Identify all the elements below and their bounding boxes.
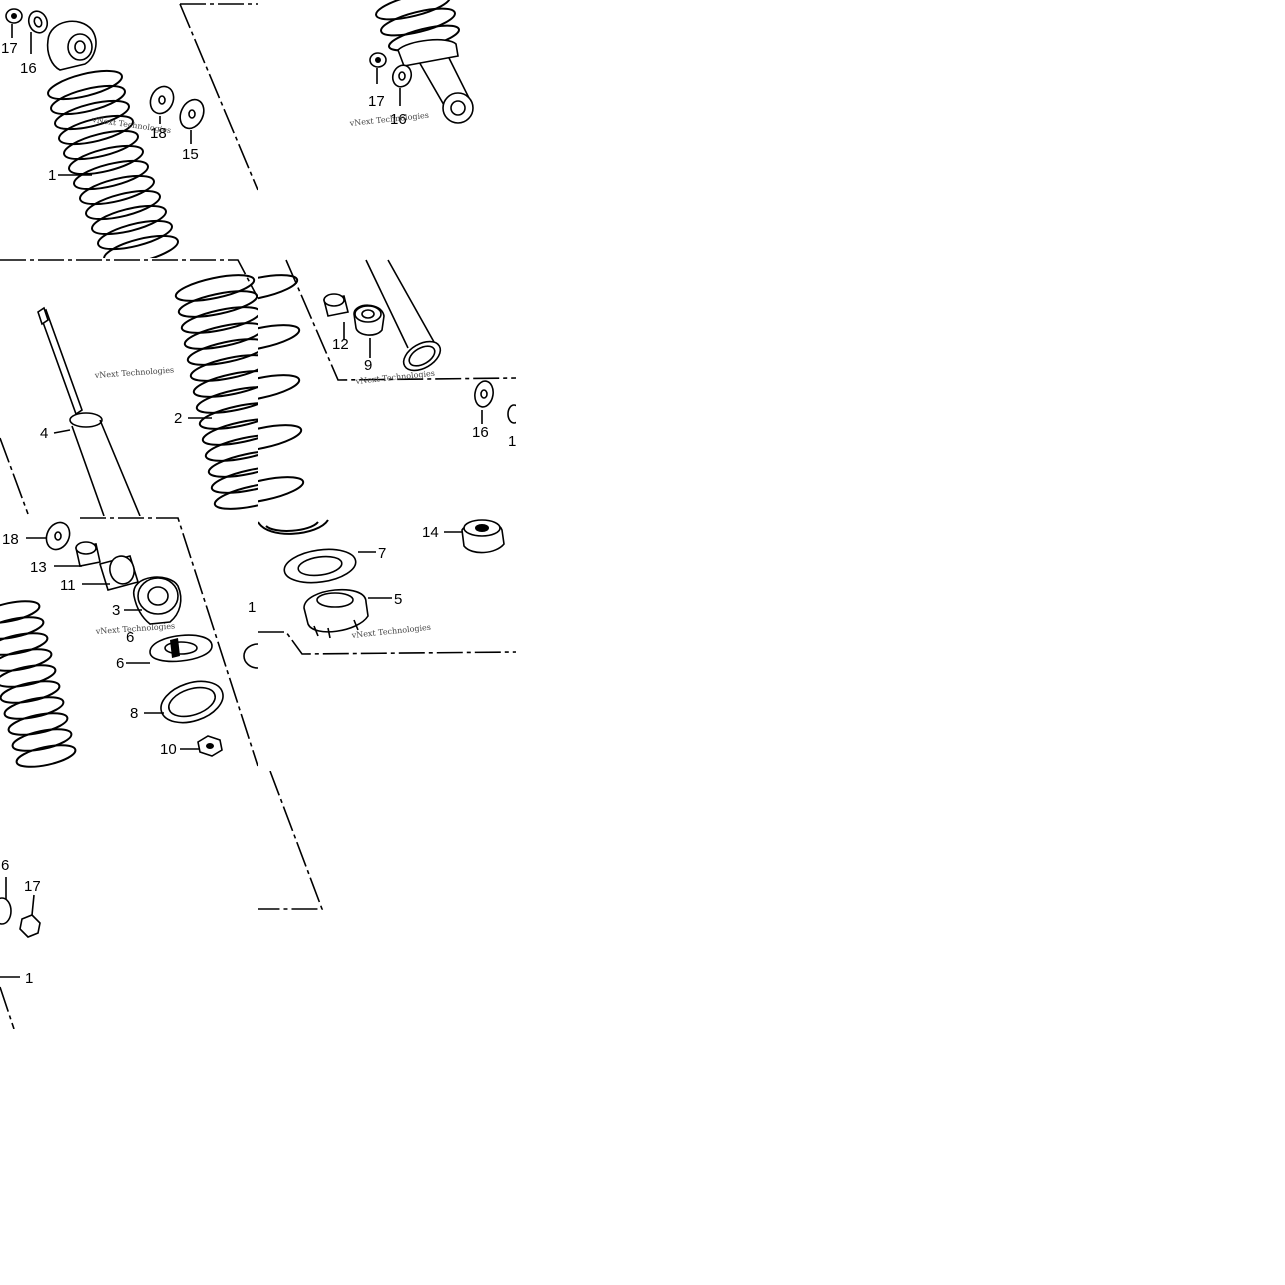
washer-15-icon: [179, 98, 205, 130]
spring-seat-8-icon: [160, 680, 224, 724]
callout-16-top: 16: [20, 60, 37, 77]
nut-17-icon: [369, 52, 387, 68]
callout-16-center: 16: [472, 424, 489, 441]
bushing-12-icon: [323, 293, 349, 317]
callout-9: 9: [364, 357, 372, 374]
callout-6-b: 6: [116, 655, 124, 672]
callout-14: 14: [422, 524, 439, 541]
spring-2-edge-icon: [258, 274, 305, 504]
tile-lower-left: 18 13 11 3 6 6 8 10 1 7 vNext Technologi…: [0, 516, 258, 771]
nut-17-icon: [5, 8, 23, 24]
bump-rubber-14-icon: [461, 519, 505, 554]
tile-lower-center: 7 5 14 vNext Technologies: [258, 516, 516, 771]
watermark-text: vNext Technologies: [350, 623, 431, 640]
callout-1-bottom: 1: [25, 970, 33, 987]
callout-11: 11: [60, 577, 76, 594]
spring-2-icon: [174, 274, 258, 510]
split-collar-6-icon: [149, 634, 213, 663]
bushing-9-icon: [353, 304, 385, 336]
bushing-13-icon: [75, 541, 101, 567]
washer-18-icon: [45, 521, 71, 551]
tile-top-middle: 17 16 vNext Technologies: [258, 0, 516, 258]
washer-18-icon: [149, 85, 175, 115]
callout-17-bottom: 17: [24, 878, 41, 895]
callout-17-top: 17: [1, 40, 18, 57]
tile-middle-left: 4 2 vNext Technologies: [0, 258, 258, 516]
watermark-text: vNext Technologies: [348, 111, 429, 128]
nut-17-icon: [19, 914, 41, 938]
tile-bottom-center: [258, 771, 516, 1029]
callout-10: 10: [160, 741, 177, 758]
washer-16-icon: [27, 10, 49, 34]
callout-7: 7: [378, 545, 386, 562]
spring-seat-7-icon: [283, 548, 357, 584]
watermark-text: vNext Technologies: [95, 621, 176, 636]
callout-18-top: 18: [150, 125, 167, 142]
callout-12: 12: [332, 336, 349, 353]
callout-15: 15: [182, 146, 199, 163]
damper-rod-icon: [37, 306, 141, 516]
bushing-11-icon: [98, 555, 140, 591]
callout-1-center: 1: [508, 433, 516, 450]
washer-6-icon: [0, 897, 12, 925]
lower-eye-3-icon: [133, 576, 182, 625]
watermark-text: vNext Technologies: [94, 365, 175, 380]
shock-body-lower-icon: [397, 38, 474, 124]
shock-body-sleeve-icon: [365, 259, 442, 372]
washer-16-icon: [474, 380, 494, 408]
nut-1-partial-icon: [507, 404, 516, 424]
collar-7-partial-icon: [243, 643, 258, 669]
callout-4: 4: [40, 425, 48, 442]
washer-16-icon: [391, 64, 413, 88]
callout-1-top: 1: [48, 167, 56, 184]
shock-top-mount-icon: [46, 20, 97, 71]
callout-2: 2: [174, 410, 182, 427]
tile-bottom-left: 6 17 1: [0, 771, 258, 1029]
callout-5: 5: [394, 591, 402, 608]
tile-center: 12 9 16 1 vNext Technologies: [258, 258, 516, 516]
callout-17-lower: 17: [368, 93, 385, 110]
spring-end-coil-icon: [258, 519, 329, 535]
callout-6-a: 6: [126, 629, 134, 646]
callout-6-bottom: 6: [1, 857, 9, 874]
adjuster-stopper-5-icon: [303, 588, 369, 639]
callout-8: 8: [130, 705, 138, 722]
callout-1-lower: 1: [248, 599, 256, 616]
callout-13: 13: [30, 559, 47, 576]
callout-3: 3: [112, 602, 120, 619]
callout-18-lower: 18: [2, 531, 19, 548]
tile-top-left: 17 16 18 15 1 vNext Technologies: [0, 0, 258, 258]
nut-10-icon: [197, 735, 223, 757]
spring-coil-icon: [47, 69, 179, 258]
spring-left-edge-icon: [0, 600, 77, 768]
callout-16-lower: 16: [390, 111, 407, 128]
